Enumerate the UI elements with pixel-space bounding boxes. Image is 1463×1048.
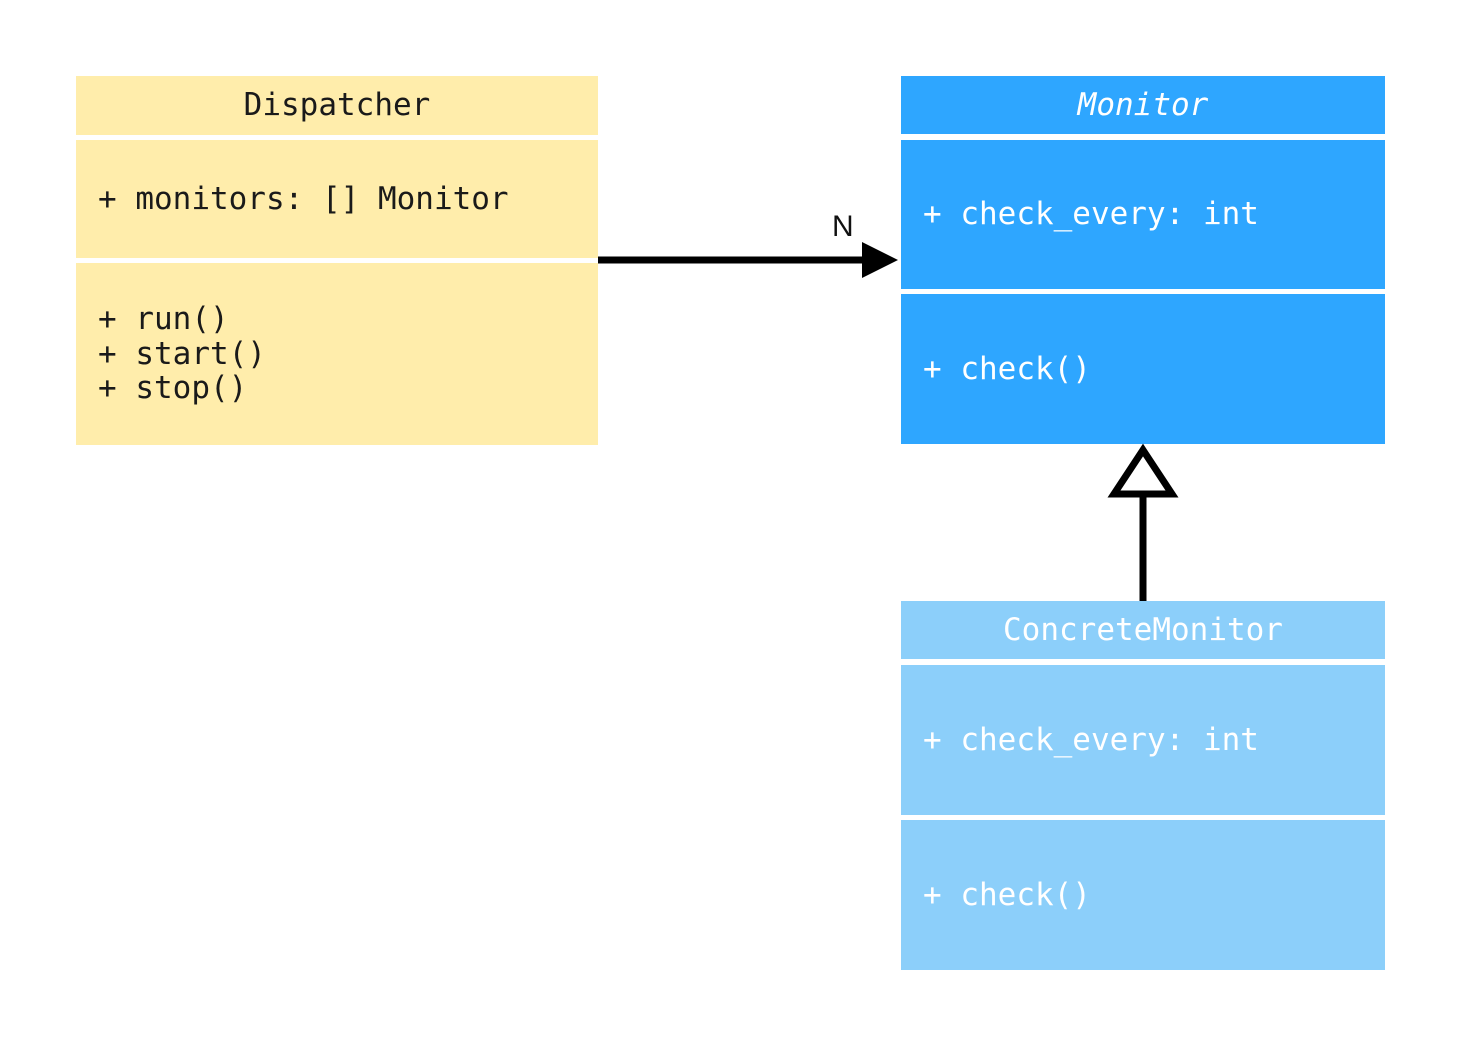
operations-compartment-dispatcher: + run() + start() + stop(): [76, 263, 598, 445]
compartment-divider: [76, 135, 598, 140]
attribute-row: + check_every: int: [923, 721, 1259, 758]
attribute-row: + monitors: [] Monitor: [98, 180, 509, 217]
operation-row: + check(): [923, 876, 1091, 913]
operation-row: + check(): [923, 350, 1091, 387]
class-title-concrete-monitor: ConcreteMonitor: [901, 601, 1385, 659]
attributes-compartment-dispatcher: + monitors: [] Monitor: [76, 140, 598, 258]
generalization-hollow-triangle-icon: [1107, 443, 1179, 498]
attributes-compartment-concrete-monitor: + check_every: int: [901, 665, 1385, 815]
compartment-divider: [901, 815, 1385, 820]
operation-row: + stop(): [98, 370, 248, 407]
association-connector-dispatcher-monitor: [598, 242, 898, 278]
attribute-row: + check_every: int: [923, 196, 1259, 233]
operation-row: + run(): [98, 300, 229, 337]
compartment-divider: [901, 289, 1385, 294]
compartment-divider: [901, 659, 1385, 665]
association-arrowhead-icon: [862, 242, 898, 278]
association-multiplicity-label: N: [832, 210, 854, 243]
class-box-concrete-monitor[interactable]: ConcreteMonitor + check_every: int + che…: [901, 601, 1385, 970]
class-box-monitor[interactable]: Monitor + check_every: int + check(): [901, 76, 1385, 444]
class-title-monitor: Monitor: [901, 76, 1385, 134]
operations-compartment-monitor: + check(): [901, 294, 1385, 444]
attributes-compartment-monitor: + check_every: int: [901, 140, 1385, 289]
operations-compartment-concrete-monitor: + check(): [901, 820, 1385, 970]
generalization-connector-concrete-monitor-monitor: [1107, 443, 1179, 601]
class-box-dispatcher[interactable]: Dispatcher + monitors: [] Monitor + run(…: [76, 76, 598, 445]
compartment-divider: [901, 134, 1385, 140]
operation-row: + start(): [98, 335, 266, 372]
compartment-divider: [76, 258, 598, 263]
class-title-dispatcher: Dispatcher: [76, 76, 598, 135]
